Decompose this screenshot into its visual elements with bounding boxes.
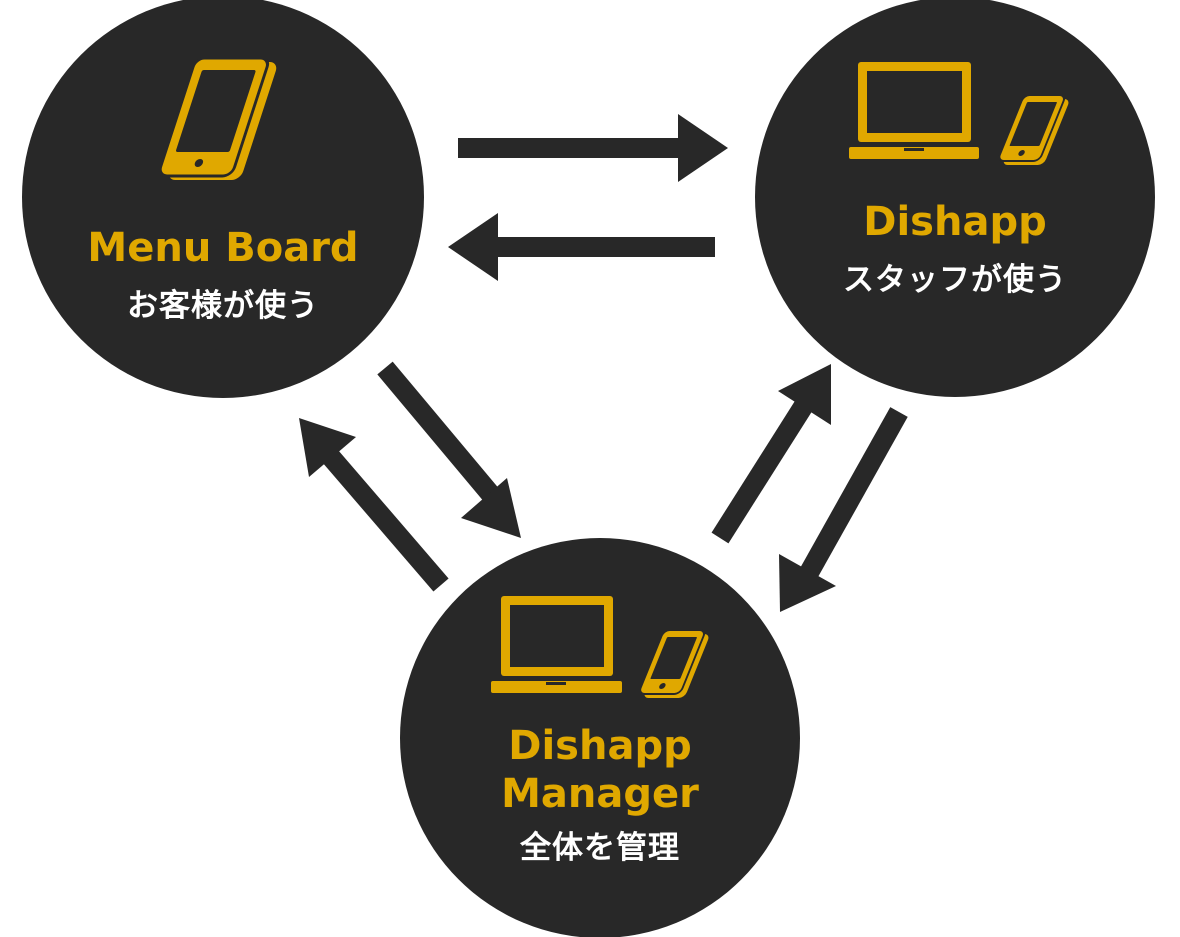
arrow-dishapp-to-manager xyxy=(779,407,908,612)
manager-title-line2: Manager xyxy=(501,771,699,817)
laptop-icon xyxy=(849,62,979,159)
arrow-manager-to-dishapp xyxy=(711,364,831,544)
dishapp-label: Dishapp スタッフが使う xyxy=(775,198,1135,302)
dishapp-subtitle: スタッフが使う xyxy=(843,262,1067,298)
arrow-manager-to-menu xyxy=(299,418,449,592)
manager-subtitle: 全体を管理 xyxy=(520,830,680,866)
menu-board-label: Menu Board お客様が使う xyxy=(43,224,403,328)
arrow-menu-to-dishapp xyxy=(458,114,728,182)
dishapp-title: Dishapp xyxy=(863,199,1047,245)
arrow-menu-to-manager xyxy=(377,361,521,538)
smartphone-icon xyxy=(639,629,709,698)
arrow-dishapp-to-menu xyxy=(448,213,715,281)
menu-board-subtitle: お客様が使う xyxy=(127,288,319,324)
menu-board-title: Menu Board xyxy=(87,225,359,271)
manager-title-line1: Dishapp xyxy=(508,723,692,769)
smartphone-icon xyxy=(998,94,1069,165)
tablet-icon xyxy=(158,56,277,180)
manager-label: Dishapp Manager 全体を管理 xyxy=(420,722,780,870)
menu-board-node xyxy=(22,0,424,398)
laptop-icon xyxy=(491,596,622,693)
